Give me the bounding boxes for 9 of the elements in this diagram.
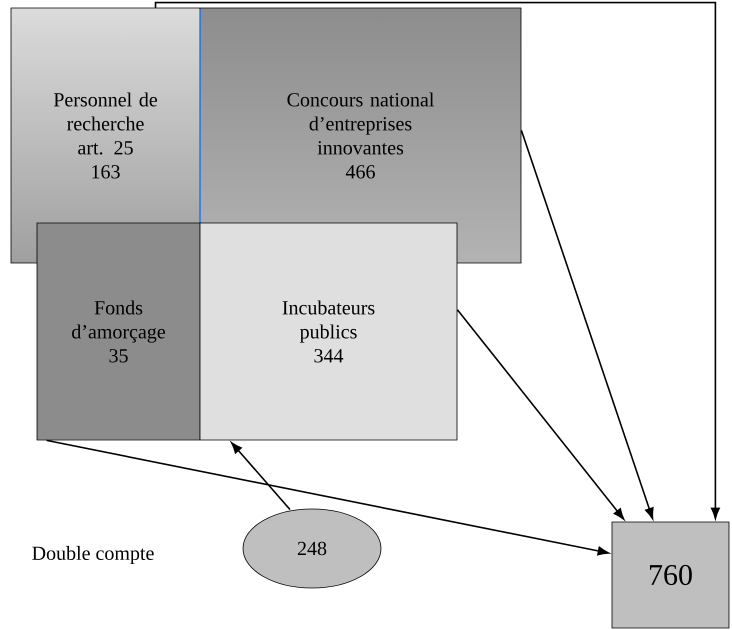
arrow bbox=[456, 309, 624, 520]
category-box: 760 bbox=[612, 522, 730, 628]
note-label: Double compte bbox=[32, 546, 154, 564]
category-box: Fonds d’amorçage 35 bbox=[36, 222, 200, 440]
arrow bbox=[154, 2, 720, 519]
arrow bbox=[520, 130, 654, 520]
category-box: Incubateurs publics 344 bbox=[200, 222, 458, 440]
arrow bbox=[46, 440, 609, 556]
arrow bbox=[231, 442, 291, 510]
